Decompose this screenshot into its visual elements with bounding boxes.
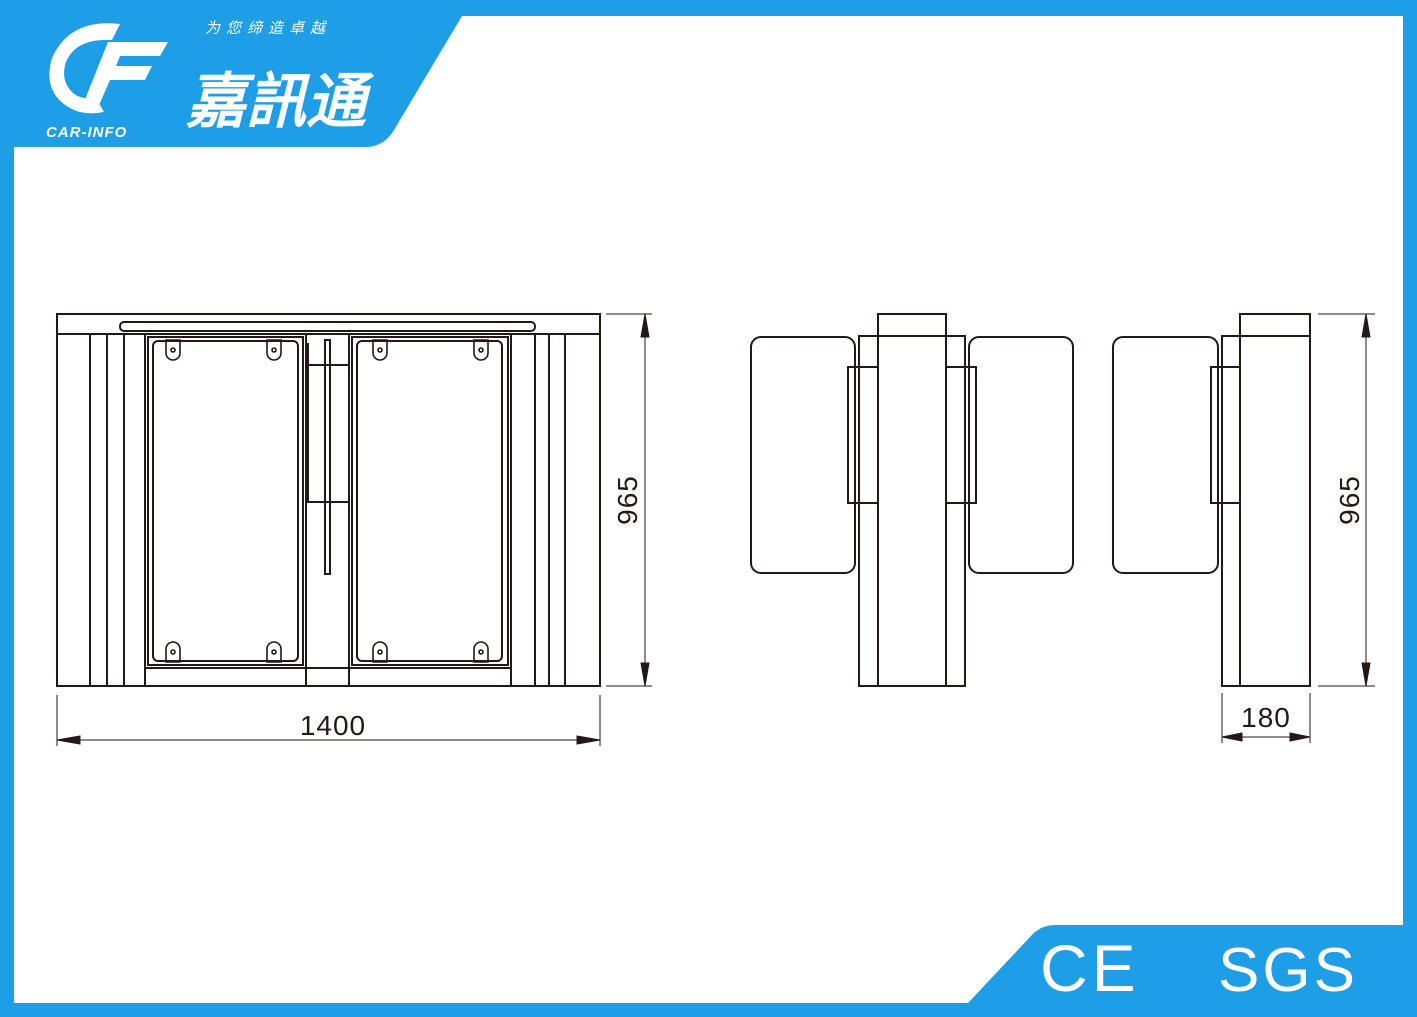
side-height-label: 965	[1334, 475, 1365, 525]
front-height-label: 965	[612, 475, 643, 525]
side-double-body	[858, 335, 966, 687]
ce-mark: CE	[1040, 931, 1140, 1005]
front-left-glass	[147, 336, 304, 666]
header-banner: 为您缔造卓越 嘉訊通 CAR-INFO	[14, 16, 462, 147]
brand-name-en: CAR-INFO	[46, 124, 127, 141]
side-single-hinge	[1210, 366, 1241, 504]
front-center-flap	[305, 364, 350, 503]
side-depth-label: 180	[1241, 702, 1291, 733]
side-double-top-cap	[877, 313, 947, 337]
front-left-glass-inner	[152, 340, 299, 662]
side-double-left-flap	[750, 336, 856, 574]
glass-clips	[165, 339, 489, 663]
side-view-double	[750, 313, 1074, 687]
company-logo	[49, 23, 168, 114]
front-right-glass	[351, 336, 509, 666]
side-height-dimension	[1318, 313, 1375, 687]
front-width-dimension	[56, 695, 601, 746]
side-single-flap	[1112, 336, 1219, 574]
front-height-dimension	[606, 313, 652, 687]
sgs-mark: SGS	[1218, 936, 1358, 1005]
front-top-slot	[119, 321, 536, 332]
front-width-label: 1400	[300, 710, 366, 741]
front-center-blade	[324, 339, 331, 575]
side-double-right-flap	[968, 336, 1074, 574]
front-outer-body	[56, 313, 601, 687]
side-single-body	[1221, 335, 1311, 687]
side-double-left-hinge	[847, 366, 879, 504]
footer-banner: CE SGS	[968, 925, 1403, 1005]
front-right-glass-inner	[356, 340, 503, 662]
brand-slogan: 为您缔造卓越	[205, 19, 331, 37]
side-double-right-hinge	[945, 366, 977, 504]
side-view-single	[1112, 313, 1311, 687]
side-single-top-cap	[1239, 313, 1311, 337]
brand-name-cn: 嘉訊通	[186, 67, 375, 137]
side-depth-dimension	[1221, 693, 1311, 743]
front-view	[56, 313, 601, 687]
